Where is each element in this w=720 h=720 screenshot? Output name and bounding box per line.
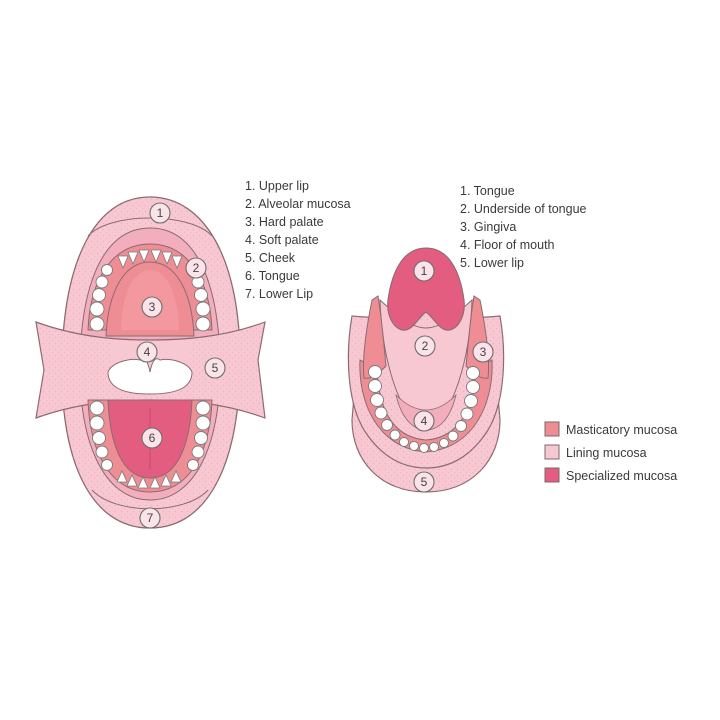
svg-text:2: 2 [193, 261, 200, 275]
legend-label: Masticatory mucosa [566, 423, 677, 437]
legend-label: Specialized mucosa [566, 469, 677, 483]
svg-text:2: 2 [422, 339, 429, 353]
list-item: 1. Upper lip [245, 179, 309, 193]
lower-arch-teeth [368, 365, 480, 453]
list-item: 6. Tongue [245, 269, 300, 283]
lower-diagram-markers: 1 2 3 4 5 [413, 260, 494, 493]
svg-text:6: 6 [149, 431, 156, 445]
svg-text:4: 4 [421, 414, 428, 428]
svg-text:1: 1 [157, 206, 164, 220]
list-item: 4. Soft palate [245, 233, 319, 247]
lower-teeth [89, 400, 211, 489]
marker-tongue: 6 [141, 427, 163, 449]
marker-hard-palate: 3 [141, 296, 163, 318]
marker-gingiva: 3 [472, 341, 494, 363]
list-item: 7. Lower Lip [245, 287, 313, 301]
svg-text:1: 1 [421, 264, 428, 278]
marker-cheek: 5 [204, 357, 226, 379]
upper-diagram-legend-list: 1. Upper lip 2. Alveolar mucosa 3. Hard … [245, 179, 351, 301]
list-item: 2. Alveolar mucosa [245, 197, 351, 211]
lower-diagram-legend-list: 1. Tongue 2. Underside of tongue 3. Ging… [460, 184, 587, 270]
marker-underside-of-tongue: 2 [414, 335, 436, 357]
list-item: 3. Gingiva [460, 220, 516, 234]
legend-label: Lining mucosa [566, 446, 647, 460]
marker-floor-of-mouth: 4 [413, 410, 435, 432]
list-item: 3. Hard palate [245, 215, 324, 229]
mucosa-color-legend: Masticatory mucosa Lining mucosa Special… [544, 421, 677, 483]
marker-upper-lip: 1 [149, 202, 171, 224]
legend-swatch [544, 467, 560, 483]
marker-lower-lip: 7 [139, 507, 161, 529]
list-item: 5. Lower lip [460, 256, 524, 270]
legend-swatch [544, 421, 560, 437]
marker-lower-lip-right: 5 [413, 471, 435, 493]
underside-of-tongue-region [379, 298, 473, 431]
marker-alveolar-mucosa: 2 [185, 257, 207, 279]
upper-teeth [89, 249, 211, 332]
legend-item-lining: Lining mucosa [544, 444, 647, 460]
legend-swatch [544, 444, 560, 460]
floor-of-mouth-illustration [347, 247, 505, 493]
legend-item-specialized: Specialized mucosa [544, 467, 677, 483]
upper-lip-fold [87, 217, 213, 237]
svg-text:3: 3 [480, 345, 487, 359]
throat-opening [107, 358, 193, 395]
svg-text:5: 5 [212, 361, 219, 375]
legend-item-masticatory: Masticatory mucosa [544, 421, 677, 437]
list-item: 5. Cheek [245, 251, 296, 265]
upper-diagram-markers: 1 2 3 4 5 6 7 [136, 202, 226, 529]
list-item: 2. Underside of tongue [460, 202, 587, 216]
list-item: 1. Tongue [460, 184, 515, 198]
marker-tongue-right: 1 [413, 260, 435, 282]
svg-text:4: 4 [144, 345, 151, 359]
marker-soft-palate: 4 [136, 341, 158, 363]
open-mouth-illustration [35, 196, 266, 529]
list-item: 4. Floor of mouth [460, 238, 555, 252]
svg-text:7: 7 [147, 511, 154, 525]
raised-tongue-region [387, 247, 465, 331]
svg-text:5: 5 [421, 475, 428, 489]
svg-text:3: 3 [149, 300, 156, 314]
